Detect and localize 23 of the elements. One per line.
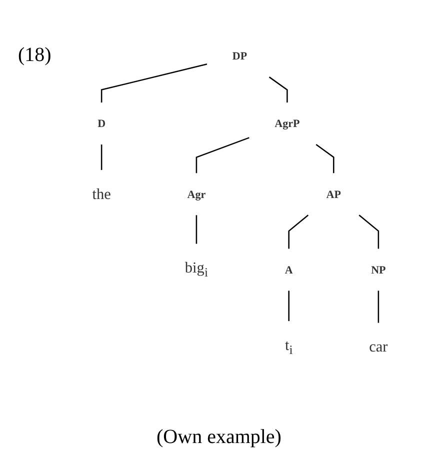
node-text: the — [92, 185, 111, 202]
node-text: AgrP — [274, 116, 300, 130]
node-text: A — [284, 263, 293, 276]
node-text: D — [98, 116, 106, 130]
node-text: DP — [232, 50, 248, 62]
node-text: big$_{i}$ — [184, 259, 208, 280]
connector — [100, 63, 208, 103]
connector — [288, 214, 309, 249]
node-text: car — [369, 338, 388, 356]
connector — [268, 76, 288, 103]
connector — [358, 214, 380, 249]
connector — [196, 215, 198, 244]
node-text: Agr — [187, 188, 206, 200]
connector — [378, 290, 380, 323]
connector — [288, 290, 290, 322]
node-text: AP — [326, 188, 341, 200]
node-text: NP — [371, 263, 386, 276]
connector — [196, 137, 250, 174]
node-text: t$_{i}$ — [284, 336, 293, 358]
caption: (Own example) — [156, 426, 282, 448]
connector — [100, 144, 102, 170]
example-number: (18) — [18, 44, 52, 67]
connector — [316, 144, 334, 174]
